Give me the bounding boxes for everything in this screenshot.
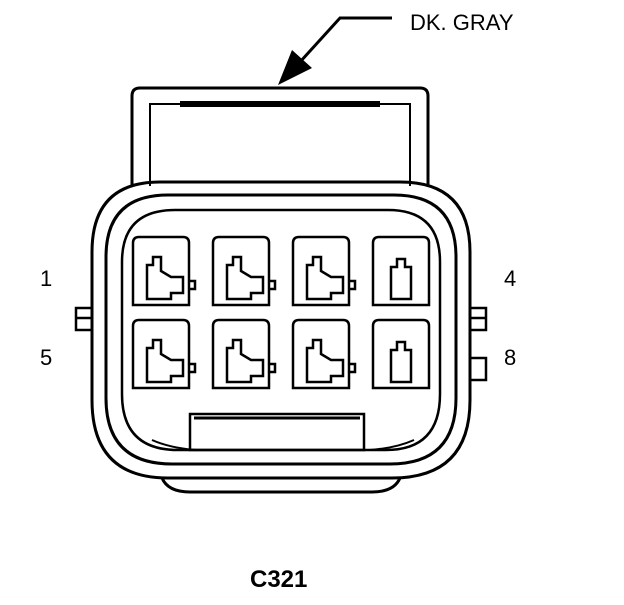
cavity-latch-notch — [189, 362, 197, 374]
connector-bottom-lip — [160, 477, 402, 494]
cavity-2 — [211, 235, 277, 307]
cavity-outline — [131, 235, 191, 307]
cavity-latch-notch — [349, 279, 357, 291]
cavity-3 — [291, 235, 357, 307]
cavity-latch-notch — [349, 362, 357, 374]
cavity-outline — [371, 318, 431, 390]
terminal-shape — [305, 338, 345, 384]
pin-number-5: 5 — [40, 345, 53, 370]
cavity-5 — [131, 318, 197, 390]
terminal-shape — [145, 255, 185, 301]
terminal-shape — [225, 338, 265, 384]
cavity-1 — [131, 235, 197, 307]
side-tab-right — [470, 306, 488, 382]
pin-number-4: 4 — [504, 266, 517, 291]
cavity-6 — [211, 318, 277, 390]
terminal-shape — [225, 255, 265, 301]
side-tab-left — [74, 306, 92, 332]
connector-bottom-shadow — [151, 439, 415, 451]
wire-color-label: DK. GRAY — [410, 10, 514, 35]
leader-arrowhead — [278, 50, 312, 85]
keyway-slot — [188, 412, 366, 452]
cavity-outline — [291, 235, 351, 307]
terminal-shape — [145, 338, 185, 384]
cavity-8 — [371, 318, 431, 390]
cavity-outline — [131, 318, 191, 390]
connector-id-label: C321 — [250, 566, 308, 593]
cavity-grid — [131, 235, 431, 390]
terminal-shape — [389, 257, 413, 301]
cavity-outline — [371, 235, 431, 307]
terminal-shape — [305, 255, 345, 301]
pin-number-1: 1 — [40, 266, 53, 291]
cavity-outline — [211, 235, 271, 307]
connector-latch — [130, 86, 430, 186]
wire-color-leader — [298, 16, 392, 64]
connector-body-outer — [90, 180, 472, 480]
cavity-latch-notch — [189, 279, 197, 291]
cavity-7 — [291, 318, 357, 390]
cavity-outline — [211, 318, 271, 390]
pin-number-8: 8 — [504, 345, 517, 370]
cavity-outline — [291, 318, 351, 390]
terminal-shape — [389, 340, 413, 384]
cavity-latch-notch — [269, 362, 277, 374]
cavity-4 — [371, 235, 431, 307]
connector-body-inner — [104, 193, 458, 466]
cavity-latch-notch — [269, 279, 277, 291]
